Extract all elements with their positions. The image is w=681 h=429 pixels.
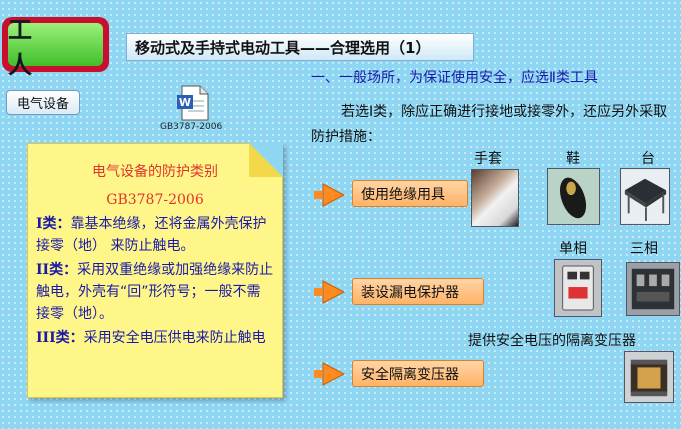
- action-isolation-transformer[interactable]: 安全隔离变压器: [352, 360, 484, 387]
- arrow-icon[interactable]: [313, 278, 347, 306]
- class2-tag: II类：: [36, 262, 78, 278]
- note-class3: III类：采用安全电压供电来防止触电: [36, 327, 274, 349]
- action-leakage-protector[interactable]: 装设漏电保护器: [352, 278, 484, 305]
- insulating-shoe-image: [547, 168, 600, 225]
- note-class2: II类：采用双重绝缘或加强绝缘来防止触电，外壳有“回”形符号；一般不需接零（地）…: [36, 259, 274, 325]
- svg-text:W: W: [179, 96, 191, 109]
- note-standard: GB3787-2006: [106, 192, 204, 208]
- class3-text: 采用安全电压供电来防止触电: [83, 330, 266, 346]
- action-insulation-tools[interactable]: 使用绝缘用具: [352, 180, 468, 207]
- electrical-equipment-button[interactable]: 电气设备: [6, 90, 80, 115]
- note-title: 电气设备的防护类别: [92, 164, 218, 180]
- transformer-caption: 提供安全电压的隔离变压器: [468, 333, 636, 349]
- stand-label: 台: [641, 151, 655, 167]
- shoes-label: 鞋: [566, 151, 580, 167]
- page-title: 移动式及手持式电动工具——合理选用（1）: [126, 33, 474, 61]
- class1-text: 靠基本绝缘，还将金属外壳保护接零（地） 来防止触电。: [36, 216, 267, 254]
- isolation-transformer-image: [624, 351, 674, 403]
- insulating-stand-image: [620, 168, 670, 225]
- protection-class-note: 电气设备的防护类别 GB3787-2006 I类：靠基本绝缘，还将金属外壳保护接…: [27, 143, 283, 398]
- gloves-label: 手套: [474, 151, 502, 167]
- arrow-icon[interactable]: [313, 360, 347, 388]
- arrow-icon[interactable]: [313, 181, 347, 209]
- insulating-gloves-image: [471, 169, 519, 227]
- section-heading: 一、一般场所，为保证使用安全，应选Ⅱ类工具: [311, 70, 598, 86]
- section-paragraph: 若选Ⅰ类，除应正确进行接地或接零外，还应另外采取防护措施：: [311, 104, 668, 145]
- class2-text: 采用双重绝缘或加强绝缘来防止触电，外壳有“回”形符号；一般不需接零（地）。: [36, 262, 274, 322]
- single-phase-label: 单相: [559, 241, 587, 257]
- note-class1: I类：靠基本绝缘，还将金属外壳保护接零（地） 来防止触电。: [36, 213, 274, 257]
- document-caption: GB3787-2006: [160, 122, 223, 132]
- note-corner-fold: [249, 143, 283, 177]
- three-phase-label: 三相: [630, 241, 658, 257]
- class3-tag: III类：: [36, 330, 84, 346]
- worker-badge-label: 工 人: [8, 15, 103, 79]
- worker-badge[interactable]: 工 人: [2, 15, 109, 79]
- word-document-icon[interactable]: W: [176, 85, 210, 121]
- single-phase-breaker-image: [554, 259, 602, 317]
- class1-tag: I类：: [36, 216, 71, 232]
- three-phase-breaker-image: [626, 262, 680, 316]
